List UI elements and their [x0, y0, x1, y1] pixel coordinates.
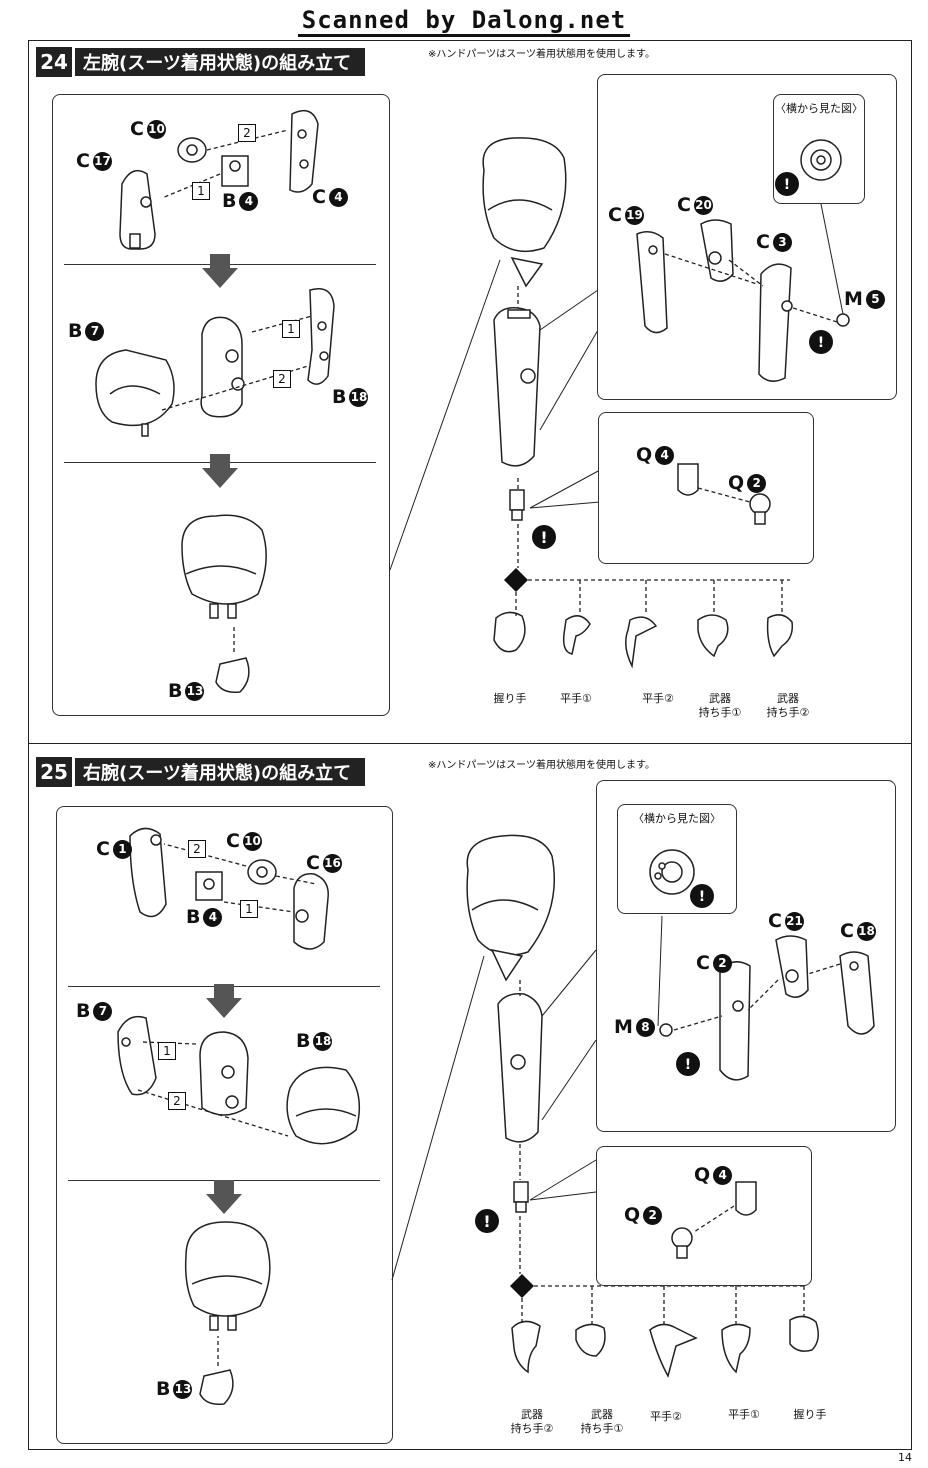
step24-joint-diagram [677, 463, 771, 525]
step24-title: 左腕(スーツ着用状態)の組み立て [75, 48, 366, 76]
hand-label-grip: 握り手 [493, 692, 527, 705]
step24-left-diagram [95, 109, 335, 694]
step24-heading: 24 左腕(スーツ着用状態)の組み立て [36, 47, 366, 77]
step24-joint-panel [598, 412, 814, 564]
side-view-label: 〈横から見た図〉 [775, 102, 863, 115]
step-order-box: 2 [238, 124, 256, 142]
step-order-box: 2 [273, 370, 291, 388]
scanner-credit: Scanned by Dalong.net [0, 6, 928, 37]
caution-icon: ! [475, 1209, 499, 1233]
svg-text:!: ! [540, 528, 547, 547]
svg-text:!: ! [699, 889, 705, 905]
hand-label-flat2: 平手② [642, 692, 674, 705]
step25-note: ※ハンドパーツはスーツ着用状態用を使用します。 [428, 760, 655, 771]
step-order-box: 1 [158, 1042, 176, 1060]
hand-label-flat1: 平手① [560, 692, 592, 705]
step25-heading: 25 右腕(スーツ着用状態)の組み立て [36, 757, 366, 787]
step-divider [28, 743, 912, 744]
step25-number: 25 [36, 757, 72, 787]
svg-text:!: ! [784, 177, 790, 193]
step-order-box: 1 [240, 900, 258, 918]
caution-icon: ! [532, 525, 556, 549]
step24-right-diagram [389, 137, 794, 669]
hand-label-weapon1: 武器 持ち手① [698, 692, 742, 719]
step25-right-diagram [391, 834, 819, 1378]
svg-text:!: ! [685, 1057, 691, 1073]
step25-title: 右腕(スーツ着用状態)の組み立て [75, 758, 366, 786]
page-frame [28, 40, 912, 1450]
hand-label-flat1: 平手① [728, 1408, 760, 1421]
step-order-box: 2 [188, 840, 206, 858]
hand-label-flat2: 平手② [650, 1410, 682, 1423]
hand-label-weapon2: 武器 持ち手② [766, 692, 810, 719]
step25-joint-diagram [671, 1181, 757, 1259]
svg-text:!: ! [483, 1212, 490, 1231]
side-view-label: 〈横から見た図〉 [633, 812, 721, 825]
step25-left-diagram [117, 827, 361, 1406]
step25-upperarm-diagram: ! ! [649, 849, 875, 1081]
step24-upperarm-diagram: ! ! [636, 139, 850, 382]
svg-text:!: ! [818, 335, 824, 351]
step24-number: 24 [36, 47, 72, 77]
hand-label-grip: 握り手 [793, 1408, 827, 1421]
step-order-box: 1 [192, 182, 210, 200]
step-order-box: 1 [282, 320, 300, 338]
step-order-box: 2 [168, 1092, 186, 1110]
page-number: 14 [898, 1451, 912, 1464]
step24-note: ※ハンドパーツはスーツ着用状態用を使用します。 [428, 49, 655, 60]
hand-label-weapon1: 武器 持ち手① [580, 1408, 624, 1435]
hand-label-weapon2: 武器 持ち手② [510, 1408, 554, 1435]
step25-joint-panel [596, 1146, 812, 1286]
